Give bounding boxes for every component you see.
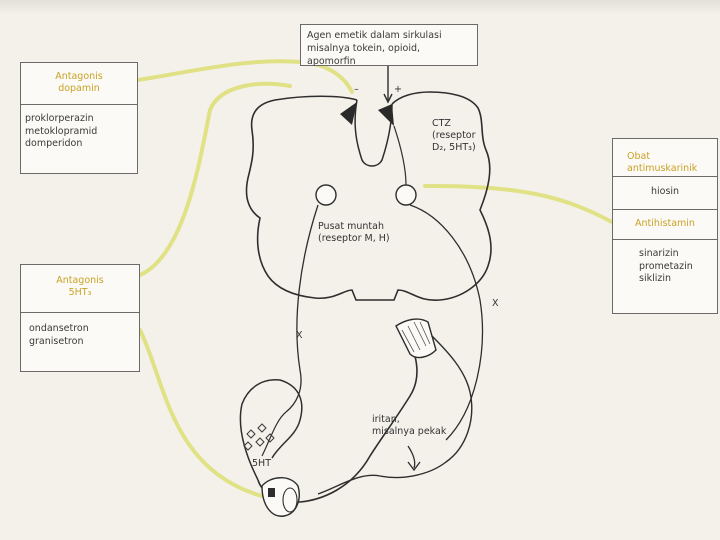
drug-item: metoklopramid xyxy=(25,126,133,139)
irritant-label-line2: misalnya pekak xyxy=(372,426,446,438)
vagus-left-fibre xyxy=(286,205,318,412)
dopamine-antagonist-title-line2: dopamin xyxy=(21,83,137,95)
ctz-to-vomit-connector xyxy=(394,126,406,185)
antihistamine-title: Antihistamin xyxy=(613,210,717,240)
dopamine-antagonist-box: Antagonis dopamin proklorperazin metoklo… xyxy=(20,62,138,174)
minus-sign: – xyxy=(354,84,359,96)
vagus-right-label: X xyxy=(492,298,499,310)
antimuscarinic-title: Obat antimuskarinik xyxy=(613,139,717,177)
serotonin-granules xyxy=(244,424,274,450)
ctz-label-line1: CTZ xyxy=(432,118,476,130)
drug-item: prometazin xyxy=(639,261,717,274)
ctz-label-line3: D₂, 5HT₃) xyxy=(432,142,476,154)
emetic-agents-line1: Agen emetik dalam sirkulasi xyxy=(307,29,471,42)
plus-sign: + xyxy=(394,84,402,96)
serotonin-antagonist-box: Antagonis 5HT₃ ondansetron granisetron xyxy=(20,264,140,372)
vomit-center-left-nucleus xyxy=(316,185,336,205)
enterochromaffin-cell xyxy=(268,488,275,497)
vomit-center-label-line2: (reseptor M, H) xyxy=(318,233,390,245)
drug-item: granisetron xyxy=(29,336,131,349)
serotonin-to-gut-pathway xyxy=(140,330,262,496)
oesophagus xyxy=(396,319,436,357)
serotonin-antagonist-title: Antagonis 5HT₃ xyxy=(21,265,139,313)
antihistamine-drug-list: sinarizin prometazin siklizin xyxy=(613,240,717,286)
emetic-agents-line2: misalnya tokein, opioid, apomorfin xyxy=(307,42,471,68)
stomach-lower-body xyxy=(318,475,380,494)
dopamine-antagonist-drug-list: proklorperazin metoklopramid domperidon xyxy=(21,105,137,159)
serotonin-release-label: 5HT xyxy=(252,458,271,470)
ctz-label: CTZ (reseptor D₂, 5HT₃) xyxy=(432,118,476,154)
emetic-agents-box: Agen emetik dalam sirkulasi misalnya tok… xyxy=(300,24,478,66)
serotonin-antagonist-drug-list: ondansetron granisetron xyxy=(21,313,139,358)
antimuscarinic-to-vomit-center-pathway xyxy=(425,186,612,222)
duodenum-outline xyxy=(240,380,301,480)
irritant-label-line1: iritan, xyxy=(372,414,446,426)
drug-item: domperidon xyxy=(25,138,133,151)
drug-item: ondansetron xyxy=(29,323,131,336)
vomit-center-label-line1: Pusat muntah xyxy=(318,221,390,233)
serotonin-antagonist-title-line1: Antagonis xyxy=(21,275,139,287)
dopamine-antagonist-title: Antagonis dopamin xyxy=(21,63,137,105)
ctz-label-line2: (reseptor xyxy=(432,130,476,142)
serotonin-to-ctz-pathway xyxy=(140,84,290,275)
drug-item: siklizin xyxy=(639,273,717,286)
drug-item: proklorperazin xyxy=(25,113,133,126)
vomit-center-right-nucleus xyxy=(396,185,416,205)
vomit-center-label: Pusat muntah (reseptor M, H) xyxy=(318,221,390,245)
ctz-right-triangle xyxy=(378,104,394,126)
dopamine-antagonist-title-line1: Antagonis xyxy=(21,71,137,83)
serotonin-antagonist-title-line2: 5HT₃ xyxy=(21,287,139,299)
irritant-label: iritan, misalnya pekak xyxy=(372,414,446,438)
irritant-arrow-line xyxy=(408,446,415,468)
vagus-left-label: X xyxy=(296,330,303,342)
stomach-inner-curve xyxy=(380,336,472,477)
antimuscarinic-antihistamine-box: Obat antimuskarinik hiosin Antihistamin … xyxy=(612,138,718,314)
antimuscarinic-drug: hiosin xyxy=(613,177,717,210)
gut-signal-line xyxy=(262,412,286,456)
drug-item: sinarizin xyxy=(639,248,717,261)
